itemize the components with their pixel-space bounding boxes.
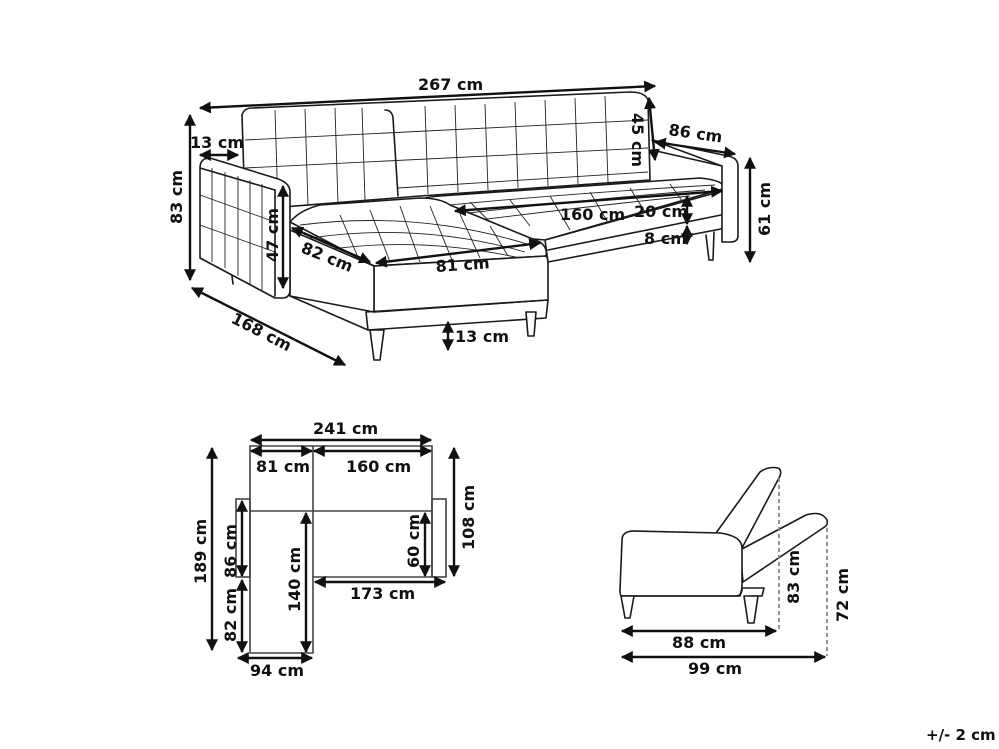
label-chaise-outer-width: 94 cm — [250, 661, 304, 680]
label-arm-length: 86 cm — [221, 524, 240, 578]
label-seat-height: 61 cm — [755, 182, 774, 236]
label-chaise-section-width: 81 cm — [256, 457, 310, 476]
label-leg-height: 13 cm — [455, 327, 509, 346]
label-chaise-width: 81 cm — [435, 253, 490, 276]
plan-view: 241 cm 81 cm 160 cm 189 cm 108 cm 86 cm … — [191, 419, 478, 680]
tolerance-note: +/- 2 cm — [926, 726, 996, 744]
label-seat-depth: 86 cm — [667, 120, 723, 146]
label-base-height: 8 cm — [644, 229, 687, 248]
label-back-depth: 108 cm — [459, 485, 478, 550]
label-chaise-length: 168 cm — [228, 309, 295, 355]
label-overall-width: 241 cm — [313, 419, 378, 438]
label-sofa-length: 173 cm — [350, 584, 415, 603]
side-view: 88 cm 99 cm 83 cm 72 cm — [619, 466, 852, 678]
label-total-width: 267 cm — [418, 75, 483, 94]
label-total-height: 83 cm — [167, 170, 186, 224]
perspective-view: 267 cm 13 cm 83 cm 168 cm 47 cm 82 cm 81… — [167, 75, 774, 367]
label-upright-depth: 88 cm — [672, 633, 726, 652]
label-sofa-section-width: 160 cm — [346, 457, 411, 476]
label-seat-width: 160 cm — [560, 205, 625, 224]
label-chaise-extension: 82 cm — [221, 588, 240, 642]
label-inner-seat-depth: 60 cm — [404, 514, 423, 568]
label-armrest-width: 13 cm — [190, 133, 244, 152]
label-reclined-height: 72 cm — [833, 568, 852, 622]
label-backrest-height: 45 cm — [628, 113, 647, 167]
sofa-backrest — [241, 91, 651, 211]
label-reclined-depth: 99 cm — [688, 659, 742, 678]
label-seat-cushion-height: 20 cm — [634, 202, 688, 221]
label-arm-height: 47 cm — [263, 208, 282, 262]
label-overall-depth: 189 cm — [191, 519, 210, 584]
label-chaise-inner-length: 140 cm — [285, 547, 304, 612]
label-upright-height: 83 cm — [784, 550, 803, 604]
